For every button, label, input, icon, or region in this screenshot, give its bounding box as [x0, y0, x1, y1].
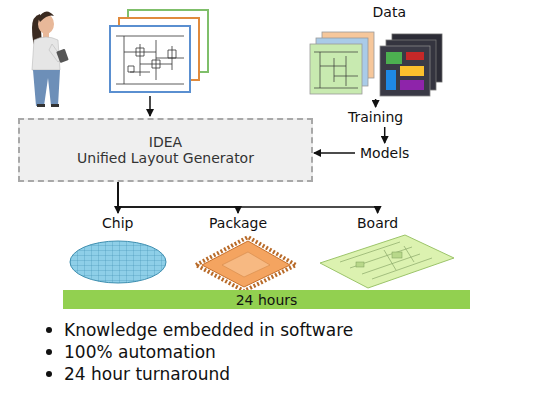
board-label: Board: [353, 214, 402, 232]
bullet-dot: [46, 371, 52, 377]
node-title: Package: [209, 215, 267, 231]
node-title: 24 hours: [236, 292, 298, 308]
node-title: IDEA: [149, 134, 182, 150]
models-step: Models: [356, 144, 413, 162]
node-title: Training: [348, 109, 403, 125]
bullet-text: Knowledge embedded in software: [64, 320, 353, 340]
time-band: 24 hours: [63, 290, 470, 309]
flow-arrow: [314, 152, 355, 154]
node-title: Chip: [102, 215, 133, 231]
training-step: Training: [344, 108, 407, 126]
package: [196, 237, 296, 291]
flow-arrow: [118, 182, 238, 213]
bullet-dot: [46, 349, 52, 355]
package-label: Package: [205, 214, 271, 232]
schematic-stack: [110, 10, 208, 92]
node-title: Models: [360, 145, 409, 161]
chip-label: Chip: [98, 214, 137, 232]
bullet-text: 24 hour turnaround: [64, 364, 230, 384]
node-subtitle: Unified Layout Generator: [77, 150, 254, 166]
generator-box: IDEAUnified Layout Generator: [18, 118, 313, 182]
person-figure: [32, 11, 69, 107]
node-title: Data: [306, 4, 446, 20]
data-images: [310, 32, 442, 96]
circuit-board: [320, 235, 454, 288]
input-arrow: [149, 96, 151, 116]
bullet-dot: [46, 327, 52, 333]
bullet-item: Knowledge embedded in software: [46, 320, 353, 340]
data-heading: Data: [306, 4, 446, 98]
wafer: [68, 240, 168, 284]
flow-arrow: [375, 99, 377, 107]
bullet-item: 100% automation: [46, 342, 216, 362]
bullet-item: 24 hour turnaround: [46, 364, 230, 384]
bullet-text: 100% automation: [64, 342, 216, 362]
node-title: Board: [357, 215, 398, 231]
flow-arrow: [118, 182, 378, 213]
flow-arrow: [384, 127, 386, 143]
